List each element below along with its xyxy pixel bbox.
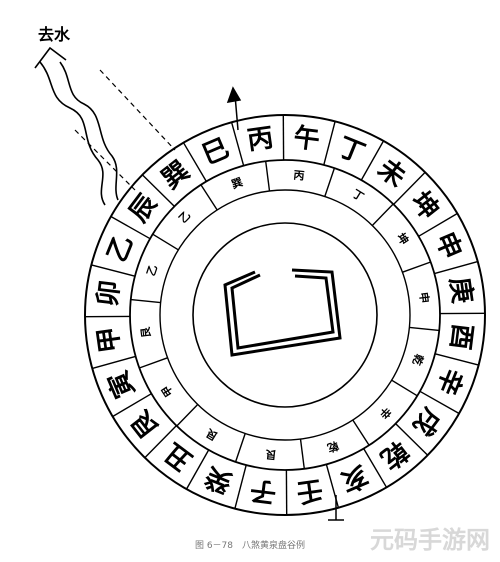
outer-ring-label-14: 癸 bbox=[200, 460, 238, 499]
outer-ring-label-19: 卯 bbox=[93, 279, 126, 308]
outer-ring-label-22: 巽 bbox=[157, 156, 196, 196]
inner-divider-6 bbox=[352, 419, 370, 446]
inner-ring-label-7: 乾 bbox=[326, 439, 341, 456]
outer-ring-label-18: 甲 bbox=[93, 325, 126, 355]
outer-ring-dividers bbox=[84, 114, 486, 516]
inner-ring-label-11: 艮 bbox=[138, 325, 153, 339]
inner-ring-label-3: 坤 bbox=[394, 230, 412, 247]
inner-ring-label-9: 艮 bbox=[203, 426, 221, 444]
outer-ring-label-20: 乙 bbox=[102, 231, 140, 266]
inner-ring-label-2: 丁 bbox=[350, 187, 366, 204]
outer-ring-label-4: 坤 bbox=[405, 187, 445, 226]
inner-divider-3 bbox=[402, 261, 431, 273]
outer-divider-19 bbox=[91, 264, 136, 277]
outer-divider-22 bbox=[182, 142, 207, 182]
guide-lines bbox=[74, 69, 176, 191]
outer-ring-label-1: 午 bbox=[292, 122, 322, 156]
outer-divider-3 bbox=[393, 171, 426, 205]
outer-ring-label-21: 辰 bbox=[124, 189, 164, 228]
outer-ring-label-7: 酉 bbox=[444, 322, 477, 351]
inner-divider-7 bbox=[299, 438, 305, 469]
inner-divider-5 bbox=[391, 379, 418, 397]
outer-ring-label-13: 子 bbox=[249, 474, 278, 507]
outer-ring: 丙午丁未坤申庚酉辛戌乾亥壬子癸丑艮寅甲卯乙辰巽巳 bbox=[93, 122, 478, 507]
outer-ring-label-12: 壬 bbox=[295, 474, 325, 507]
outer-divider-4 bbox=[418, 212, 458, 237]
inner-ring-label-0: 巽 bbox=[230, 175, 245, 191]
inner-divider-13 bbox=[200, 184, 218, 211]
outer-ring-label-15: 丑 bbox=[159, 437, 198, 477]
outer-ring-label-11: 亥 bbox=[336, 459, 372, 498]
outer-ring-label-3: 未 bbox=[372, 154, 411, 194]
outer-divider-7 bbox=[434, 353, 479, 366]
outer-ring-label-8: 辛 bbox=[430, 364, 468, 400]
outer-divider-5 bbox=[434, 260, 478, 275]
outer-divider-10 bbox=[363, 448, 388, 488]
flow-label: 去水 bbox=[38, 25, 71, 44]
inner-divider-2 bbox=[371, 203, 394, 226]
outer-divider-21 bbox=[141, 174, 175, 207]
outer-ring-label-5: 申 bbox=[429, 228, 467, 264]
inner-ring-label-4: 申 bbox=[417, 291, 432, 304]
rings bbox=[84, 114, 486, 516]
inner-divider-1 bbox=[324, 167, 336, 197]
inner-ring: 巽丙丁坤申乾辛乾艮艮甲艮乙乙 bbox=[138, 169, 432, 463]
outer-divider-23 bbox=[230, 122, 245, 166]
figure-caption: 图 6－78 八煞黄泉盘谷例 bbox=[194, 541, 306, 551]
outer-divider-13 bbox=[234, 464, 247, 509]
inner-ring-label-10: 甲 bbox=[159, 383, 176, 399]
inner-divider-11 bbox=[130, 298, 161, 304]
inner-ring-label-13: 乙 bbox=[176, 209, 193, 226]
outer-divider-17 bbox=[92, 355, 136, 370]
outer-divider-15 bbox=[144, 425, 177, 459]
outer-ring-label-23: 巳 bbox=[198, 133, 234, 171]
inner-ring-label-5: 乾 bbox=[410, 352, 427, 367]
outer-divider-11 bbox=[325, 464, 340, 508]
inner-divider-0 bbox=[265, 161, 271, 192]
outer-ring-label-2: 丁 bbox=[334, 132, 369, 170]
inner-ring-dividers bbox=[130, 161, 440, 469]
outer-ring-label-16: 艮 bbox=[125, 404, 165, 444]
outer-divider-8 bbox=[419, 390, 460, 415]
outer-ring-label-9: 戌 bbox=[407, 402, 447, 441]
inner-ring-label-12: 乙 bbox=[144, 263, 160, 278]
outer-ring-label-6: 庚 bbox=[444, 275, 478, 305]
inner-ring-label-8: 艮 bbox=[264, 447, 277, 462]
outer-divider-2 bbox=[360, 140, 385, 181]
outer-ring-label-17: 寅 bbox=[102, 366, 141, 402]
inner-divider-12 bbox=[152, 233, 179, 251]
inner-divider-9 bbox=[176, 404, 199, 427]
outer-ring-label-10: 乾 bbox=[375, 435, 414, 475]
watermark: 元码手游网 bbox=[370, 526, 490, 554]
inner-divider-4 bbox=[409, 326, 440, 332]
outer-divider-14 bbox=[185, 449, 210, 490]
inner-divider-8 bbox=[234, 433, 246, 463]
outer-divider-9 bbox=[395, 423, 429, 456]
outer-ring-label-0: 丙 bbox=[245, 123, 275, 156]
inner-ring-label-1: 丙 bbox=[293, 169, 305, 183]
outer-divider-20 bbox=[110, 215, 151, 240]
inner-divider-10 bbox=[139, 357, 168, 369]
water-flow-arrow bbox=[34, 46, 119, 206]
outer-divider-16 bbox=[112, 393, 152, 418]
outer-divider-1 bbox=[323, 121, 336, 166]
center-house-symbol bbox=[223, 268, 342, 357]
inner-ring-label-6: 辛 bbox=[377, 404, 395, 422]
